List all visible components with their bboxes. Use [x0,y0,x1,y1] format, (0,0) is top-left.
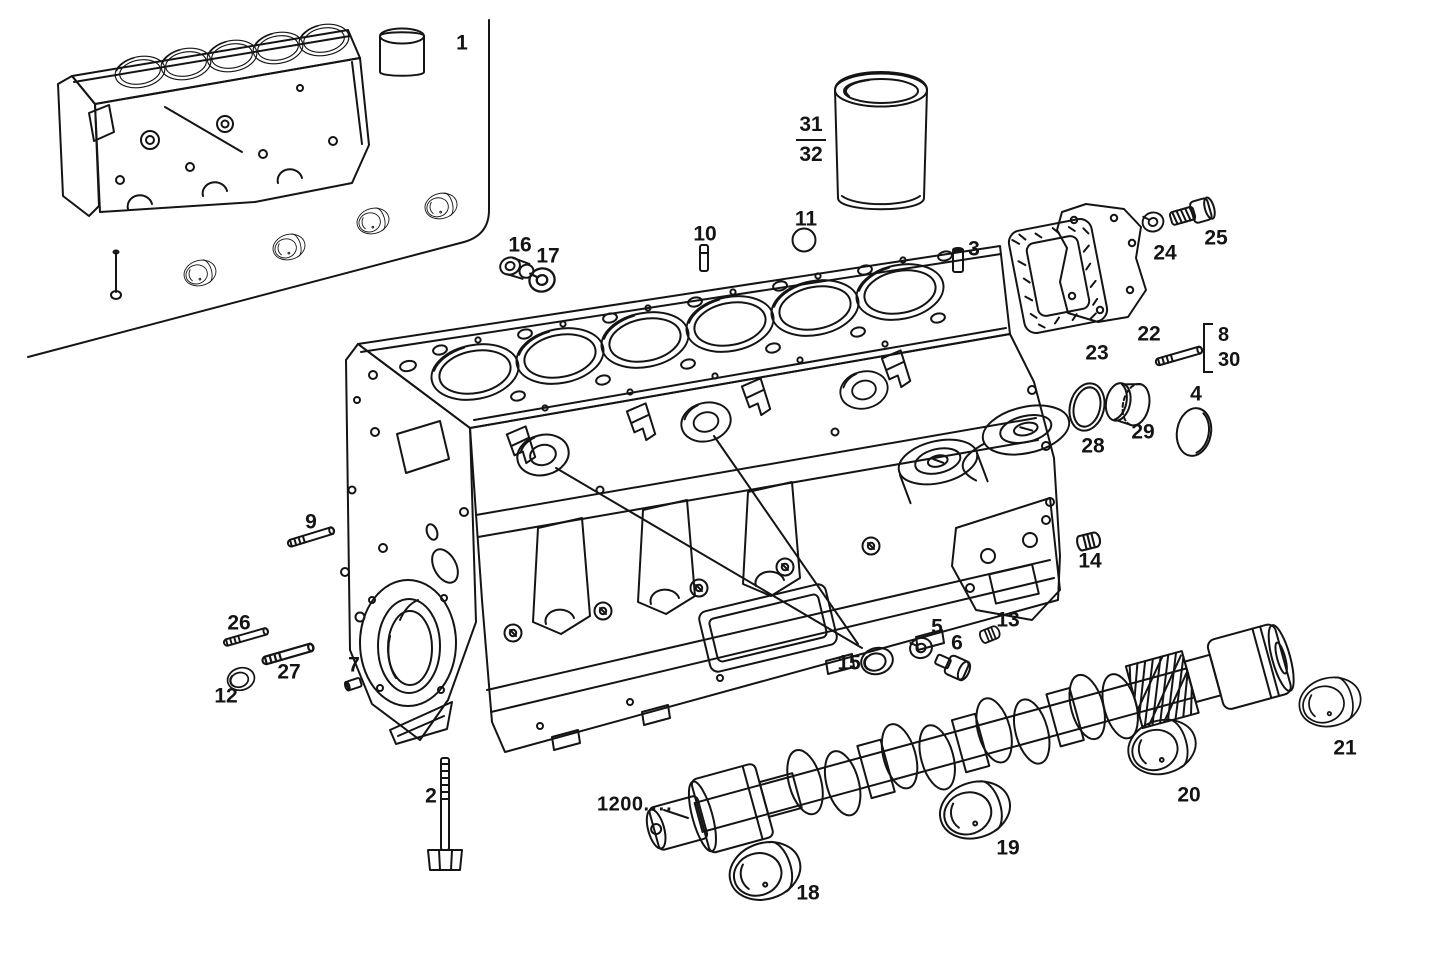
callout-3: 3 [968,237,980,261]
part-22-cover-plate [1056,203,1147,323]
leader-line [713,435,859,645]
callout-24: 24 [1153,241,1177,265]
inset-bearing-cup [353,203,393,239]
callout-21: 21 [1333,736,1357,760]
callout-20: 20 [1177,783,1201,807]
cylinder-liner-31-32 [834,71,928,211]
callout-12: 12 [214,684,238,708]
engine-block [340,245,1071,753]
part-16-plug [499,256,535,280]
part-28-seal-ring [1068,382,1106,432]
callout-23: 23 [1085,341,1109,365]
engine-mount-pads [897,385,1071,621]
callout-28: 28 [1081,434,1105,458]
callout-13: 13 [996,608,1020,632]
front-face-details [340,370,469,623]
part-24-washer [1139,209,1167,235]
callout-29: 29 [1131,420,1155,444]
inset-bearing-cup [421,189,461,223]
side-face-details [475,348,1055,751]
callout-15: 15 [837,651,861,675]
callout-14: 14 [1078,549,1102,573]
part-25-bolt [1168,196,1216,226]
callout-9: 9 [305,510,317,534]
callout-11: 11 [794,207,818,231]
callout-4: 4 [1190,382,1202,406]
callout-27: 27 [277,660,301,684]
callout-26: 26 [227,611,251,635]
part-5-washer [906,634,936,662]
part-11-oring [791,227,817,253]
crankshaft-seal-housing [359,579,457,745]
fraction-bar [796,139,826,141]
camshaft-gear [1124,650,1200,730]
part-6-plug-bolt [934,653,972,682]
inset-bearing-cup [269,229,309,265]
callout-25: 25 [1204,226,1228,250]
inset-boundary-line [27,19,490,358]
cam-bearing-18 [721,832,809,910]
serial-ellipsis: .... [643,793,674,816]
callout-1: 1 [456,31,468,55]
bracket-icon [1203,323,1213,373]
part-3-dowel [952,247,964,273]
part-29-cup-plug [1104,382,1151,427]
camshaft [645,623,1295,854]
inset-bearing-cup [180,255,220,291]
inset-pin [110,249,122,300]
inset-assembled-block [57,19,461,300]
callout-1200: 1200.... [597,794,674,817]
part-10-dowel [699,244,709,272]
callout-8-30: 8 30 [1203,323,1240,373]
callout-7: 7 [348,653,360,677]
cam-bearing-21 [1293,670,1367,734]
callout-17: 17 [536,244,560,268]
part-8-30-stud [1153,345,1205,367]
fraction-numerator: 31 [799,113,823,136]
callout-18: 18 [796,881,820,905]
cylinder-liner-small [379,27,425,77]
callout-5: 5 [931,615,943,639]
callout-22: 22 [1137,322,1161,346]
part-2-bolt [427,757,463,871]
leader-line [555,467,863,649]
callout-31-32: 31 32 [796,113,826,167]
serial-value: 1200 [597,793,644,816]
block-front-face [345,343,477,741]
part-4-plug-disc [1175,407,1213,457]
serial-leader-line [663,809,689,819]
callout-19: 19 [996,836,1020,860]
callout-10: 10 [693,222,717,246]
fraction-denominator: 32 [799,143,823,166]
part-17-washer [525,264,559,296]
bracket-item-8: 8 [1218,324,1230,346]
part-14-screw-plug [1074,530,1103,553]
part-7-dowel [343,677,363,692]
cylinder-bores [425,256,950,408]
part-23-gasket [1007,218,1109,334]
callout-16: 16 [508,233,532,257]
callout-2: 2 [425,784,437,808]
callout-6: 6 [951,631,963,655]
deck-coolant-holes [399,250,953,412]
bracket-item-30: 30 [1218,349,1241,371]
